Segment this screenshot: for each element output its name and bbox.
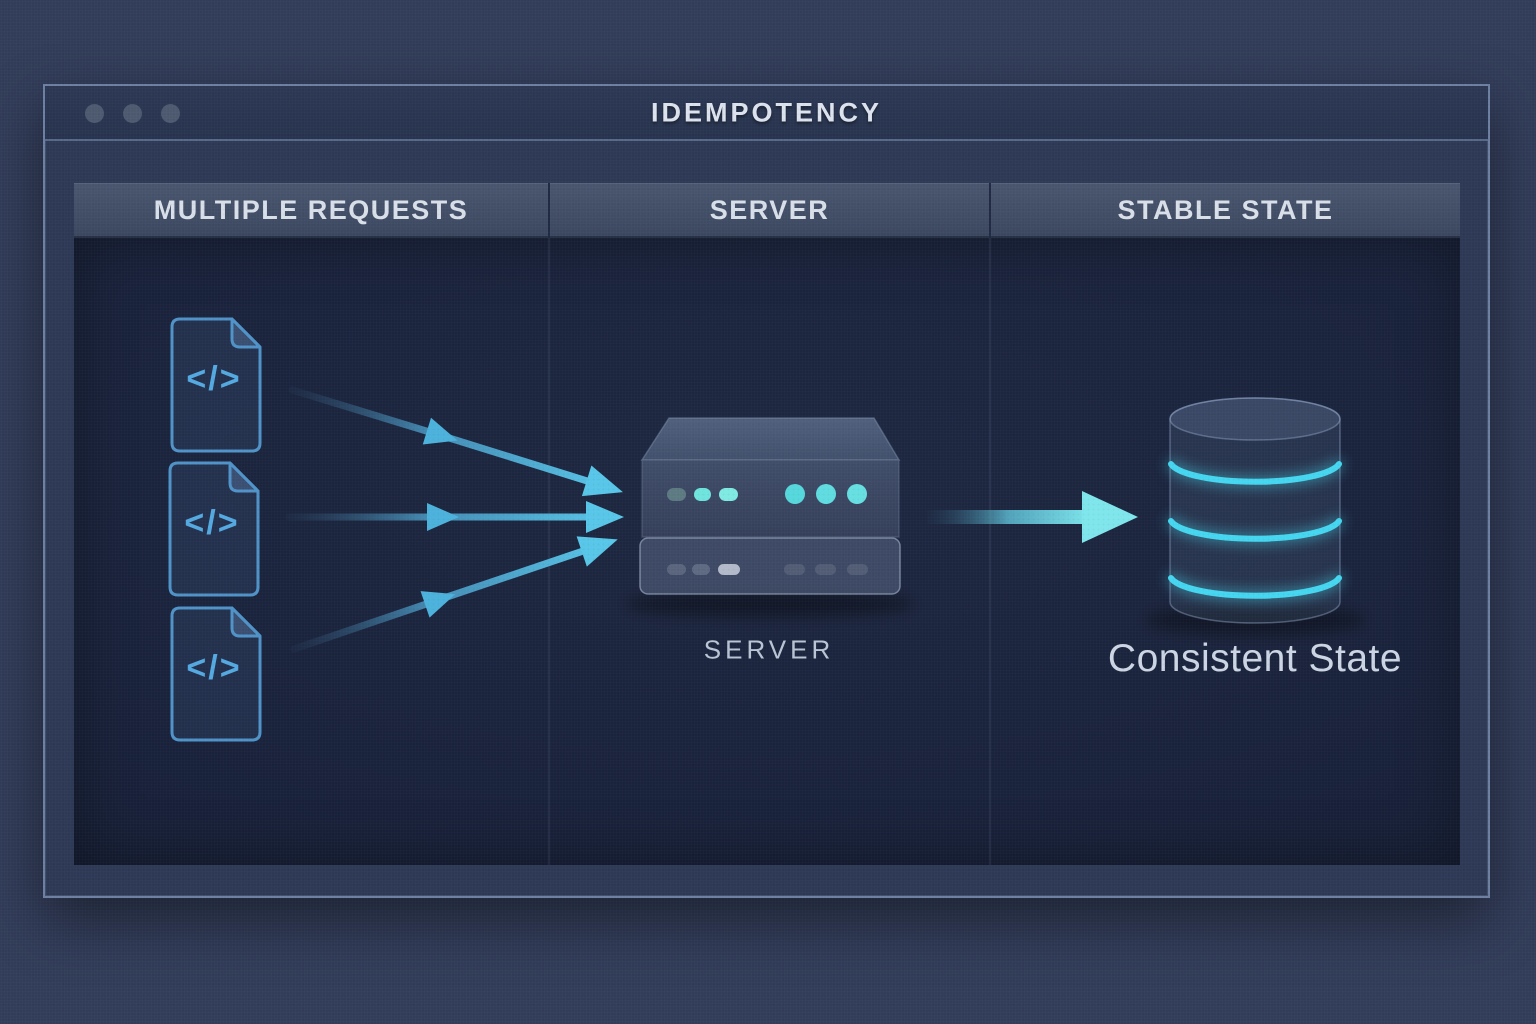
code-file-icon-1: </> <box>170 317 262 453</box>
diagram-canvas: </> </> </> <box>168 238 1365 865</box>
code-file-icon-3: </> <box>170 606 262 742</box>
db-stripe-2 <box>1168 518 1342 542</box>
app-window: IDEMPOTENCY MULTIPLE REQUESTS SERVER STA… <box>43 84 1490 898</box>
window-title: IDEMPOTENCY <box>650 97 883 127</box>
request-arrow-1 <box>288 386 623 497</box>
consistent-state-label: Consistent State <box>1107 637 1403 680</box>
window-dot-maximize[interactable] <box>161 104 180 123</box>
window-dot-close[interactable] <box>85 104 104 123</box>
diagram-panel: </> </> </> <box>74 238 1460 865</box>
code-glyph: </> <box>186 360 241 398</box>
column-header-server: SERVER <box>550 183 989 238</box>
code-file-icon-2: </> <box>168 461 260 597</box>
column-header-row: MULTIPLE REQUESTS SERVER STABLE STATE <box>74 183 1460 238</box>
code-glyph: </> <box>184 504 239 542</box>
db-stripe-1 <box>1168 461 1342 485</box>
db-stripe-3 <box>1168 575 1342 599</box>
window-dot-minimize[interactable] <box>123 104 142 123</box>
window-titlebar: IDEMPOTENCY <box>45 86 1488 141</box>
server-label: SERVER <box>703 634 835 665</box>
request-arrow-3 <box>290 536 618 653</box>
database-icon <box>1145 397 1365 635</box>
column-header-multiple-requests: MULTIPLE REQUESTS <box>74 183 548 238</box>
window-controls <box>85 104 180 123</box>
code-glyph: </> <box>186 649 241 687</box>
column-header-stable-state: STABLE STATE <box>991 183 1460 238</box>
server-icon <box>625 417 915 617</box>
